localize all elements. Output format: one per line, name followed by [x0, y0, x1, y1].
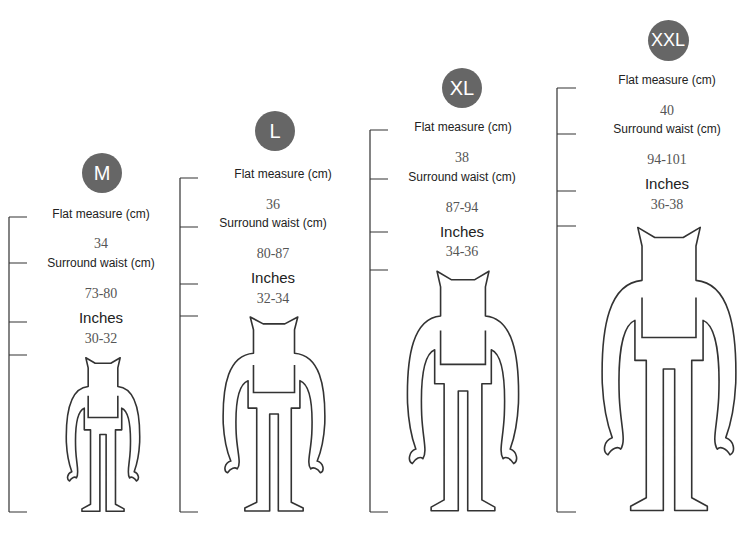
- figure-xl: [407, 271, 518, 511]
- figure-l: [223, 317, 325, 511]
- waist-range: 87-94: [446, 200, 479, 215]
- waist-range: 94-101: [647, 152, 687, 167]
- figure-xxl: [602, 227, 736, 510]
- flat-measure-label: Flat measure (cm): [234, 168, 331, 181]
- inches-label: Inches: [251, 270, 295, 287]
- flat-measure-label: Flat measure (cm): [618, 74, 715, 87]
- size-badge: L: [255, 111, 295, 151]
- inches-range: 32-34: [257, 291, 290, 306]
- flat-measure-label: Flat measure (cm): [52, 208, 149, 221]
- flat-measure-value: 38: [455, 150, 469, 165]
- inches-label: Inches: [645, 176, 689, 193]
- waist-range: 73-80: [85, 286, 118, 301]
- inches-label: Inches: [79, 310, 123, 327]
- inches-range: 36-38: [651, 197, 684, 212]
- waist-label: Surround waist (cm): [219, 217, 326, 230]
- waist-label: Surround waist (cm): [613, 123, 720, 136]
- size-badge: M: [82, 153, 122, 193]
- flat-measure-value: 40: [660, 103, 674, 118]
- inches-range: 30-32: [85, 331, 118, 346]
- inches-range: 34-36: [446, 244, 479, 259]
- height-brackets: [9, 88, 576, 512]
- size-badge: XXL: [648, 20, 689, 61]
- size-letter: M: [94, 162, 111, 185]
- size-letter: XXL: [651, 30, 685, 51]
- waist-label: Surround waist (cm): [47, 257, 154, 270]
- waist-range: 80-87: [257, 246, 290, 261]
- flat-measure-value: 36: [266, 197, 280, 212]
- flat-measure-label: Flat measure (cm): [414, 121, 511, 134]
- size-letter: L: [269, 120, 280, 143]
- figure-m: [66, 358, 139, 511]
- flat-measure-value: 34: [94, 236, 108, 251]
- inches-label: Inches: [440, 224, 484, 241]
- size-letter: XL: [450, 77, 474, 100]
- size-badge: XL: [442, 68, 482, 108]
- waist-label: Surround waist (cm): [408, 171, 515, 184]
